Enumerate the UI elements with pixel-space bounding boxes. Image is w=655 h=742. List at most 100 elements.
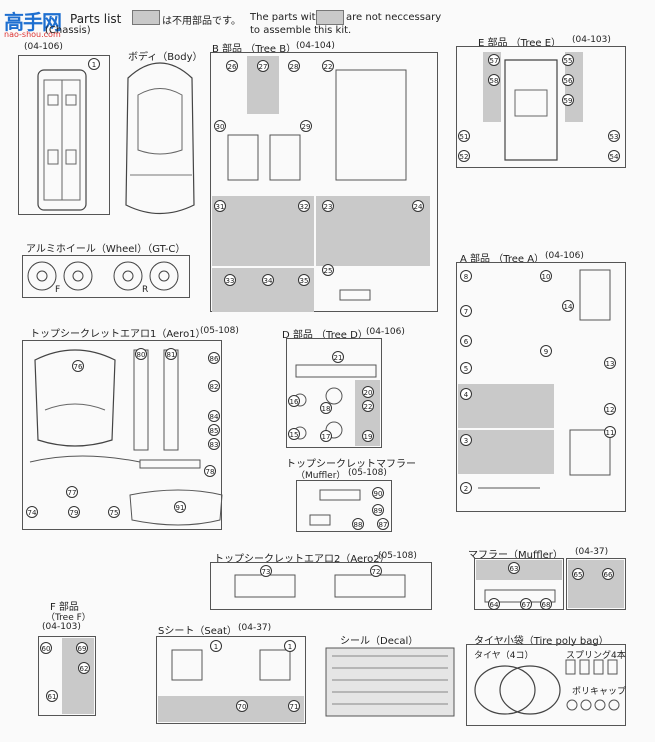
part-number: 67 (520, 598, 532, 610)
muffler-ts-label: トップシークレットマフラー (286, 459, 416, 470)
part-number: 72 (370, 565, 382, 577)
part-number: 56 (562, 74, 574, 86)
part-number: 73 (260, 565, 272, 577)
part-number: 59 (562, 94, 574, 106)
part-number: 6 (460, 335, 472, 347)
tree-e-code: (04-103) (572, 35, 611, 45)
part-number: 57 (488, 54, 500, 66)
part-number: 30 (214, 120, 226, 132)
logo-text: 高手网 (4, 10, 62, 34)
part-number: 83 (208, 438, 220, 450)
part-number: 25 (322, 264, 334, 276)
part-number: 81 (165, 348, 177, 360)
muffler-ts-sub: （Muffler） (296, 471, 346, 481)
part-number: 68 (540, 598, 552, 610)
watermark-logo: 高手网 nao-shou.com (4, 6, 74, 40)
part-number: 21 (332, 351, 344, 363)
part-number: 52 (458, 150, 470, 162)
part-number: 16 (288, 395, 300, 407)
part-number: 63 (508, 562, 520, 574)
wheel-box (22, 255, 190, 298)
tree-a-unused-2 (458, 430, 554, 474)
chassis-code: (04-106) (24, 42, 63, 52)
part-number: 22 (322, 60, 334, 72)
aero2-code: (05-108) (378, 551, 417, 561)
part-number: 75 (108, 506, 120, 518)
part-number: 79 (68, 506, 80, 518)
part-number: 4 (460, 388, 472, 400)
part-number: 77 (66, 486, 78, 498)
part-number: 64 (488, 598, 500, 610)
part-number: 80 (135, 348, 147, 360)
part-number: 7 (460, 305, 472, 317)
part-number: 62 (78, 662, 90, 674)
unused-note-en-3: to assemble this kit. (250, 25, 352, 36)
part-number: 20 (362, 386, 374, 398)
part-number: 10 (540, 270, 552, 282)
tree-e-unused-1 (483, 52, 501, 122)
part-number: 9 (540, 345, 552, 357)
decal-label: シール（Decal） (340, 636, 419, 647)
tree-d-box (286, 338, 382, 448)
part-number: 87 (377, 518, 389, 530)
part-number: 35 (298, 274, 310, 286)
unused-note-jp: は不用部品です。 (162, 16, 241, 27)
part-number: 85 (208, 424, 220, 436)
tree-e-box (456, 46, 626, 168)
muffler-box-2 (566, 558, 626, 610)
tree-b-label: B 部品 （Tree B） (212, 44, 297, 55)
part-number: 61 (46, 690, 58, 702)
part-number: 65 (572, 568, 584, 580)
part-number: 31 (214, 200, 226, 212)
part-number: 2 (460, 482, 472, 494)
wheel-front-mark: F (55, 285, 61, 295)
muffler-ts-code: (05-108) (348, 468, 387, 478)
logo-subtext: nao-shou.com (4, 30, 61, 39)
spring-label: スプリング4本 (566, 651, 626, 661)
seat-unused (158, 696, 304, 722)
wheel-rear-mark: R (142, 285, 149, 295)
part-number: 8 (460, 270, 472, 282)
part-number: 86 (208, 352, 220, 364)
part-number: 1 (88, 58, 100, 70)
part-number: 88 (352, 518, 364, 530)
unused-note-en-2: are not neccessary (346, 12, 442, 23)
chassis-box (18, 55, 110, 215)
body-label: ボディ（Body） (128, 52, 203, 63)
part-number: 22 (362, 400, 374, 412)
seat-code: (04-37) (238, 623, 272, 633)
part-number: 33 (224, 274, 236, 286)
part-number: 54 (608, 150, 620, 162)
tree-a-code: (04-106) (545, 251, 584, 261)
part-number: 15 (288, 428, 300, 440)
part-number: 12 (604, 403, 616, 415)
part-number: 24 (412, 200, 424, 212)
part-number: 90 (372, 487, 384, 499)
part-number: 69 (76, 642, 88, 654)
part-number: 70 (236, 700, 248, 712)
part-number: 60 (40, 642, 52, 654)
part-number: 1 (210, 640, 222, 652)
muffler-label: マフラー（Muffler） (468, 550, 563, 561)
part-number: 74 (26, 506, 38, 518)
aero1-box (22, 340, 222, 530)
unused-swatch-2 (316, 10, 344, 25)
part-number: 66 (602, 568, 614, 580)
chassis-label: (Chassis) (45, 25, 91, 36)
tree-f-box (38, 636, 96, 716)
seat-label: Sシート（Seat） (158, 626, 237, 637)
part-number: 78 (204, 465, 216, 477)
unused-note-en-1: The parts with (250, 12, 322, 23)
part-number: 19 (362, 430, 374, 442)
muffler-ts-box (296, 480, 392, 532)
tree-b-unused-3 (316, 196, 430, 266)
tree-e-label: E 部品 （Tree E） (478, 38, 562, 49)
part-number: 1 (284, 640, 296, 652)
tree-f-label: F 部品 (50, 602, 79, 613)
part-number: 3 (460, 434, 472, 446)
part-number: 11 (604, 426, 616, 438)
part-number: 58 (488, 74, 500, 86)
aero1-label: トップシークレットエアロ1（Aero1） (30, 329, 206, 340)
tree-d-label: D 部品 （Tree D） (282, 330, 368, 341)
